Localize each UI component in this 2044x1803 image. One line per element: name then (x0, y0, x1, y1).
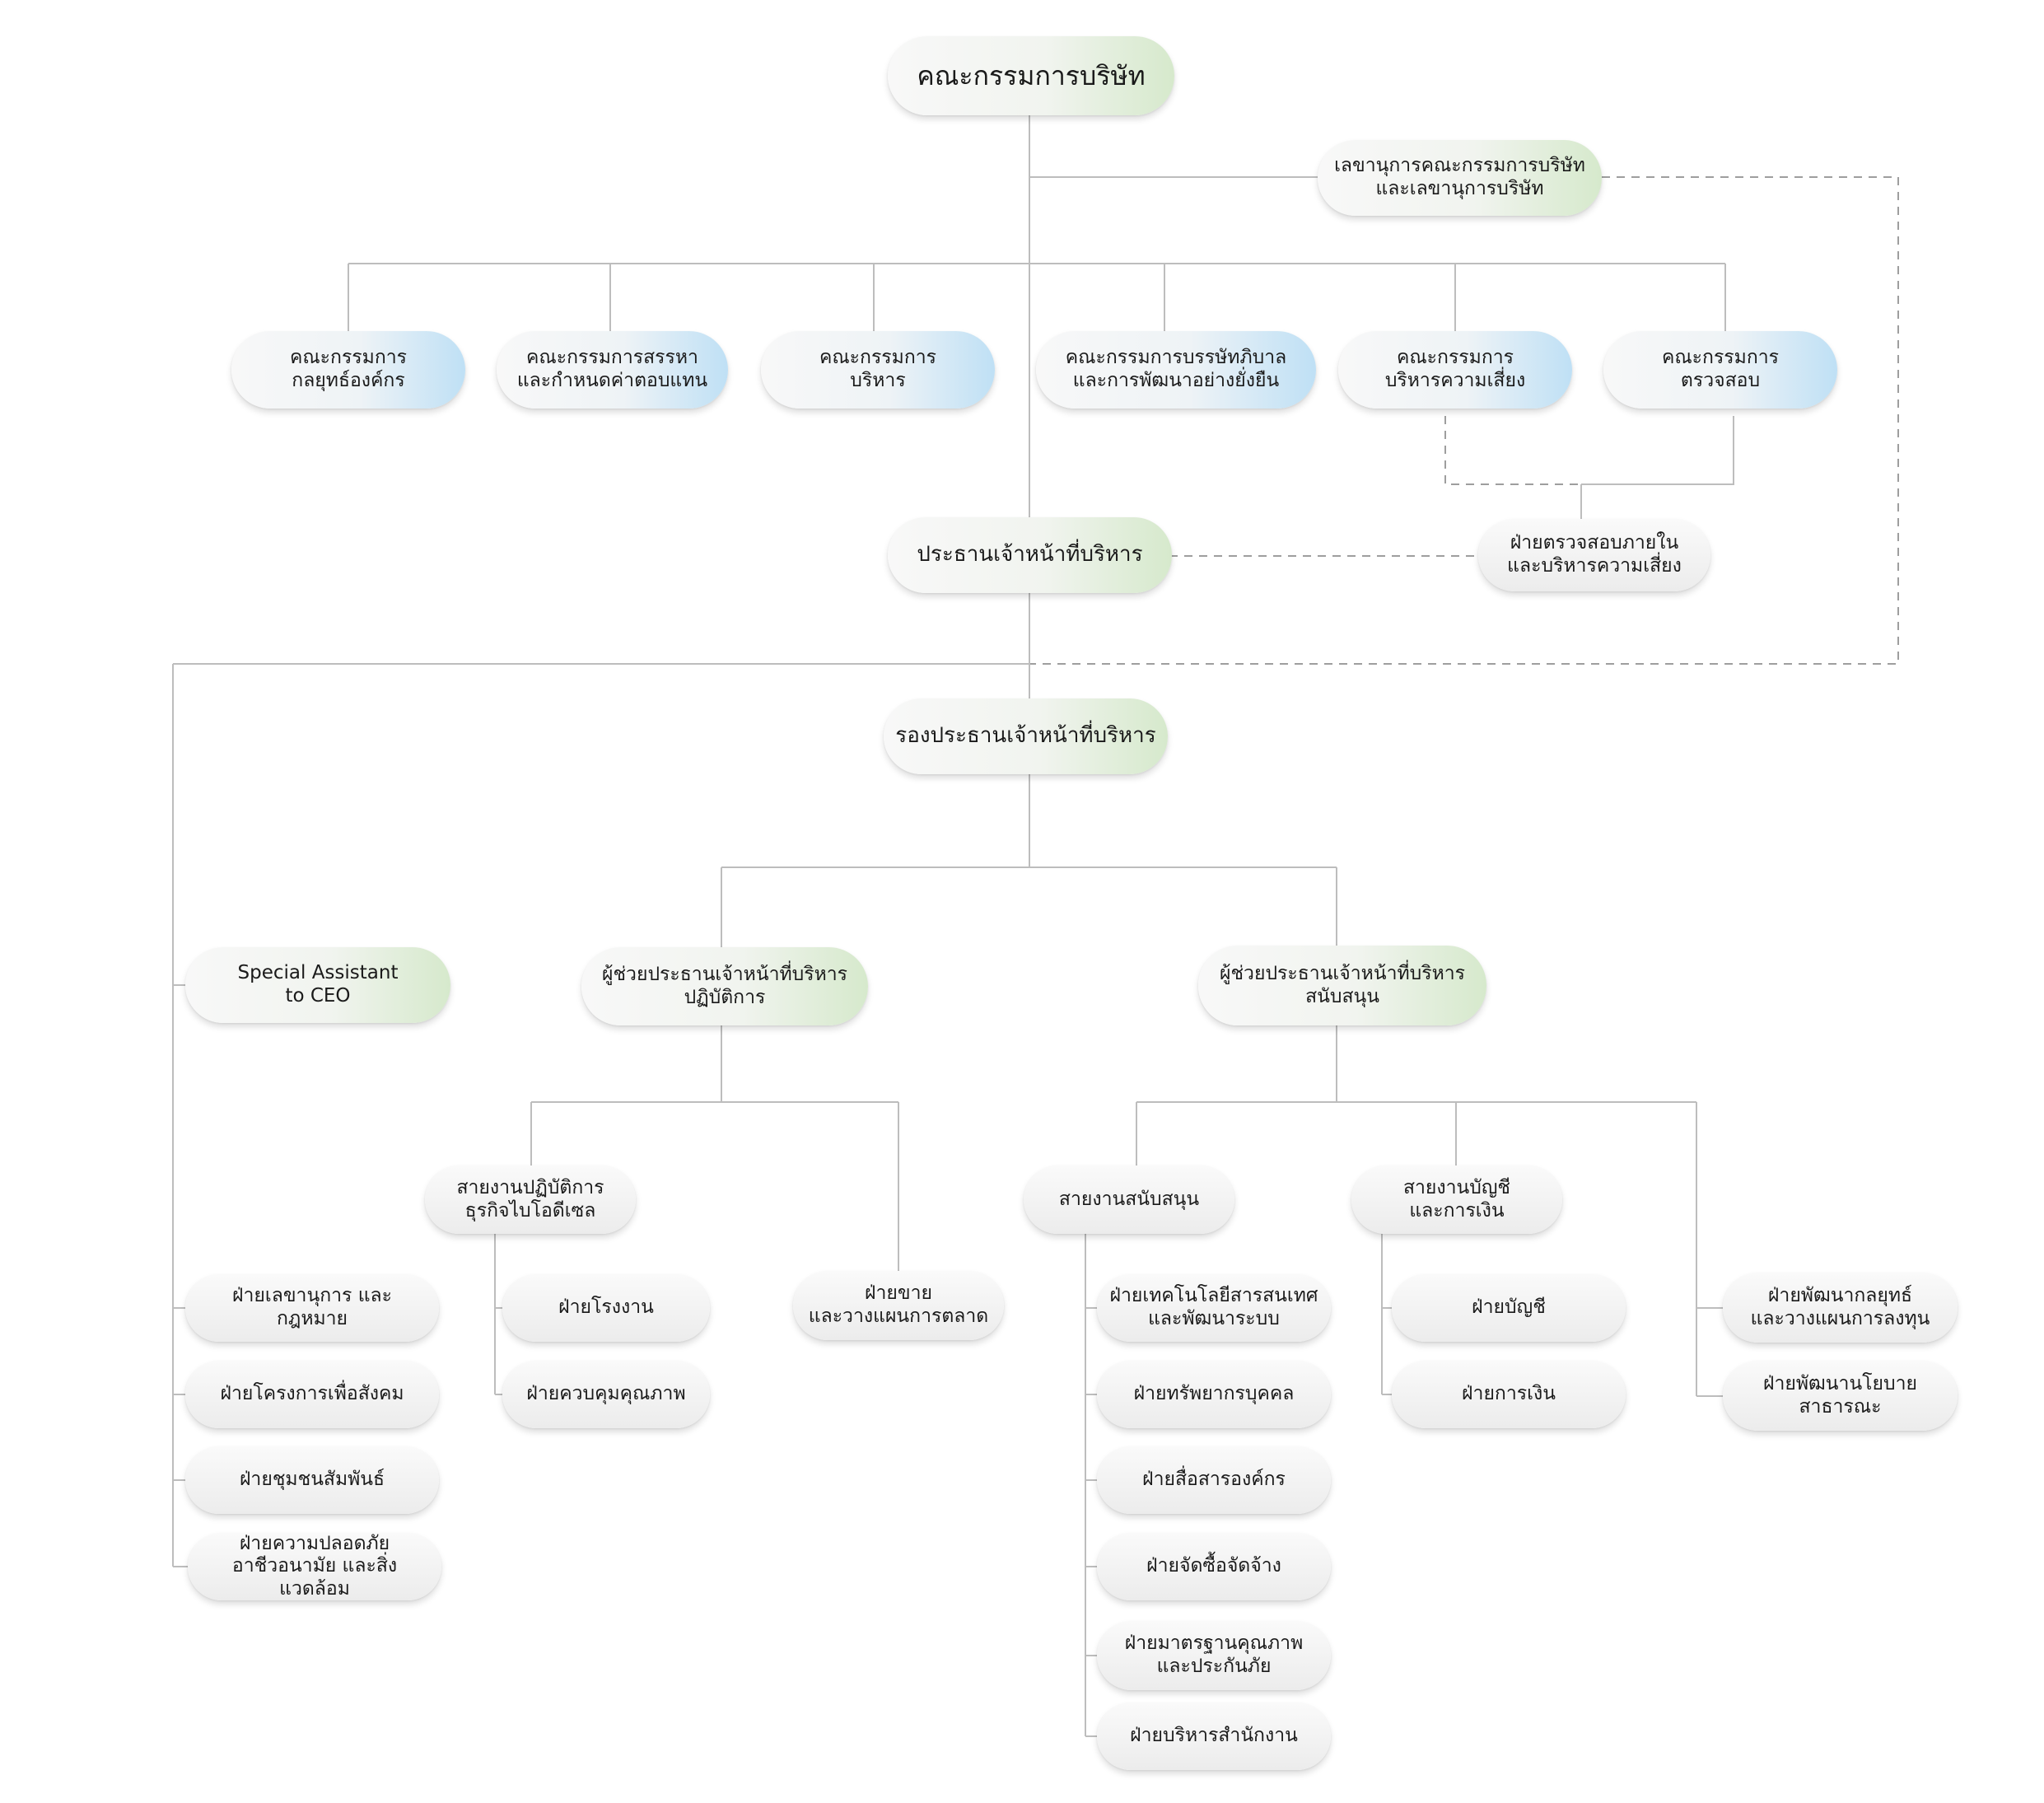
dept-secretary-legal: ฝ่ายเลขานุการ และ กฎหมาย (185, 1274, 439, 1342)
ceo: ประธานเจ้าหน้าที่บริหาร (888, 517, 1172, 593)
dept-sales-marketing: ฝ่ายขาย และวางแผนการตลาด (793, 1271, 1004, 1340)
company-secretary: เลขานุการคณะกรรมการบริษัท และเลขานุการบร… (1318, 140, 1602, 216)
committee-audit: คณะกรรมการ ตรวจสอบ (1603, 331, 1837, 409)
committee-strategy-label: คณะกรรมการ กลยุทธ์องค์กร (289, 347, 408, 391)
committee-strategy: คณะกรรมการ กลยุทธ์องค์กร (231, 331, 465, 409)
dept-safety: ฝ่ายความปลอดภัย อาชีวอนามัย และสิ่งแวดล้… (188, 1533, 441, 1600)
dept-corporate-comm-label: ฝ่ายสื่อสารองค์กร (1142, 1469, 1286, 1491)
dept-quality-standards-label: ฝ่ายมาตรฐานคุณภาพ และประกันภัย (1124, 1633, 1304, 1677)
special-assistant-label: Special Assistant to CEO (237, 962, 399, 1007)
dept-public-policy: ฝ่ายพัฒนานโยบาย สาธารณะ (1723, 1361, 1958, 1431)
dept-factory: ฝ่ายโรงงาน (502, 1274, 710, 1342)
dept-quality-control: ฝ่ายควบคุมคุณภาพ (502, 1361, 710, 1428)
committee-executive: คณะกรรมการ บริหาร (761, 331, 995, 409)
avp-operations-label: ผู้ช่วยประธานเจ้าหน้าที่บริหาร ปฏิบัติกา… (601, 963, 848, 1008)
finance-line: สายงานบัญชี และการเงิน (1351, 1165, 1562, 1234)
dept-factory-label: ฝ่ายโรงงาน (558, 1296, 654, 1319)
committee-nomination: คณะกรรมการสรรหา และกำหนดค่าตอบแทน (497, 331, 728, 409)
committee-governance: คณะกรรมการบรรษัทภิบาล และการพัฒนาอย่างยั… (1036, 331, 1316, 409)
finance-line-label: สายงานบัญชี และการเงิน (1402, 1176, 1511, 1221)
committee-audit-label: คณะกรรมการ ตรวจสอบ (1661, 347, 1780, 391)
dept-community-label: ฝ่ายชุมชนสัมพันธ์ (239, 1469, 385, 1491)
dept-office-admin-label: ฝ่ายบริหารสำนักงาน (1130, 1725, 1298, 1747)
dept-hr: ฝ่ายทรัพยากรบุคคล (1097, 1361, 1331, 1428)
secretary-label: เลขานุการคณะกรรมการบริษัท และเลขานุการบร… (1334, 155, 1585, 199)
biodiesel-line-label: สายงานปฏิบัติการ ธุรกิจไบโอดีเซล (456, 1176, 604, 1221)
avp-support-label: ผู้ช่วยประธานเจ้าหน้าที่บริหาร สนับสนุน (1219, 962, 1466, 1007)
support-line: สายงานสนับสนุน (1024, 1165, 1234, 1234)
dept-office-admin: ฝ่ายบริหารสำนักงาน (1097, 1703, 1331, 1770)
dept-corporate-comm: ฝ่ายสื่อสารองค์กร (1097, 1446, 1331, 1514)
support-line-label: สายงานสนับสนุน (1058, 1188, 1200, 1210)
biodiesel-operations-line: สายงานปฏิบัติการ ธุรกิจไบโอดีเซล (425, 1165, 636, 1234)
ceo-label: ประธานเจ้าหน้าที่บริหาร (917, 542, 1143, 568)
dept-procurement-label: ฝ่ายจัดซื้อจัดจ้าง (1146, 1555, 1281, 1577)
dept-strategy-investment: ฝ่ายพัฒนากลยุทธ์ และวางแผนการลงทุน (1723, 1273, 1958, 1343)
committee-nomination-label: คณะกรรมการสรรหา และกำหนดค่าตอบแทน (516, 347, 708, 391)
dept-accounting: ฝ่ายบัญชี (1392, 1274, 1626, 1342)
special-assistant: Special Assistant to CEO (185, 947, 450, 1023)
dept-hr-label: ฝ่ายทรัพยากรบุคคล (1133, 1383, 1295, 1405)
dept-csr-label: ฝ่ายโครงการเพื่อสังคม (220, 1383, 404, 1405)
dept-safety-label: ฝ่ายความปลอดภัย อาชีวอนามัย และสิ่งแวดล้… (231, 1533, 398, 1600)
dept-sales-marketing-label: ฝ่ายขาย และวางแผนการตลาด (808, 1282, 989, 1327)
dept-it: ฝ่ายเทคโนโลยีสารสนเทศ และพัฒนาระบบ (1097, 1274, 1331, 1342)
committee-risk: คณะกรรมการ บริหารความเสี่ยง (1338, 331, 1572, 409)
deputy-ceo-label: รองประธานเจ้าหน้าที่บริหาร (895, 723, 1156, 749)
committee-risk-label: คณะกรรมการ บริหารความเสี่ยง (1384, 347, 1526, 391)
board-of-directors: คณะกรรมการบริษัท (888, 36, 1174, 115)
dept-finance: ฝ่ายการเงิน (1392, 1361, 1626, 1428)
committee-executive-label: คณะกรรมการ บริหาร (819, 347, 937, 391)
committee-governance-label: คณะกรรมการบรรษัทภิบาล และการพัฒนาอย่างยั… (1065, 347, 1287, 391)
dept-community: ฝ่ายชุมชนสัมพันธ์ (185, 1446, 439, 1514)
dept-strategy-investment-label: ฝ่ายพัฒนากลยุทธ์ และวางแผนการลงทุน (1750, 1284, 1930, 1329)
dept-finance-label: ฝ่ายการเงิน (1462, 1383, 1556, 1405)
dept-public-policy-label: ฝ่ายพัฒนานโยบาย สาธารณะ (1763, 1372, 1917, 1418)
deputy-ceo: รองประธานเจ้าหน้าที่บริหาร (884, 698, 1168, 774)
dept-secretary-legal-label: ฝ่ายเลขานุการ และ กฎหมาย (232, 1285, 392, 1329)
dept-accounting-label: ฝ่ายบัญชี (1472, 1296, 1546, 1319)
dept-quality-control-label: ฝ่ายควบคุมคุณภาพ (526, 1383, 686, 1405)
dept-quality-standards: ฝ่ายมาตรฐานคุณภาพ และประกันภัย (1097, 1621, 1331, 1690)
dept-it-label: ฝ่ายเทคโนโลยีสารสนเทศ และพัฒนาระบบ (1109, 1285, 1318, 1329)
dept-csr: ฝ่ายโครงการเพื่อสังคม (185, 1361, 439, 1428)
internal-audit-label: ฝ่ายตรวจสอบภายใน และบริหารความเสี่ยง (1507, 532, 1682, 577)
dept-procurement: ฝ่ายจัดซื้อจัดจ้าง (1097, 1533, 1331, 1600)
internal-audit-dept: ฝ่ายตรวจสอบภายใน และบริหารความเสี่ยง (1478, 519, 1710, 591)
avp-operations: ผู้ช่วยประธานเจ้าหน้าที่บริหาร ปฏิบัติกา… (581, 947, 868, 1025)
avp-support: ผู้ช่วยประธานเจ้าหน้าที่บริหาร สนับสนุน (1198, 946, 1486, 1025)
board-label: คณะกรรมการบริษัท (917, 59, 1146, 91)
